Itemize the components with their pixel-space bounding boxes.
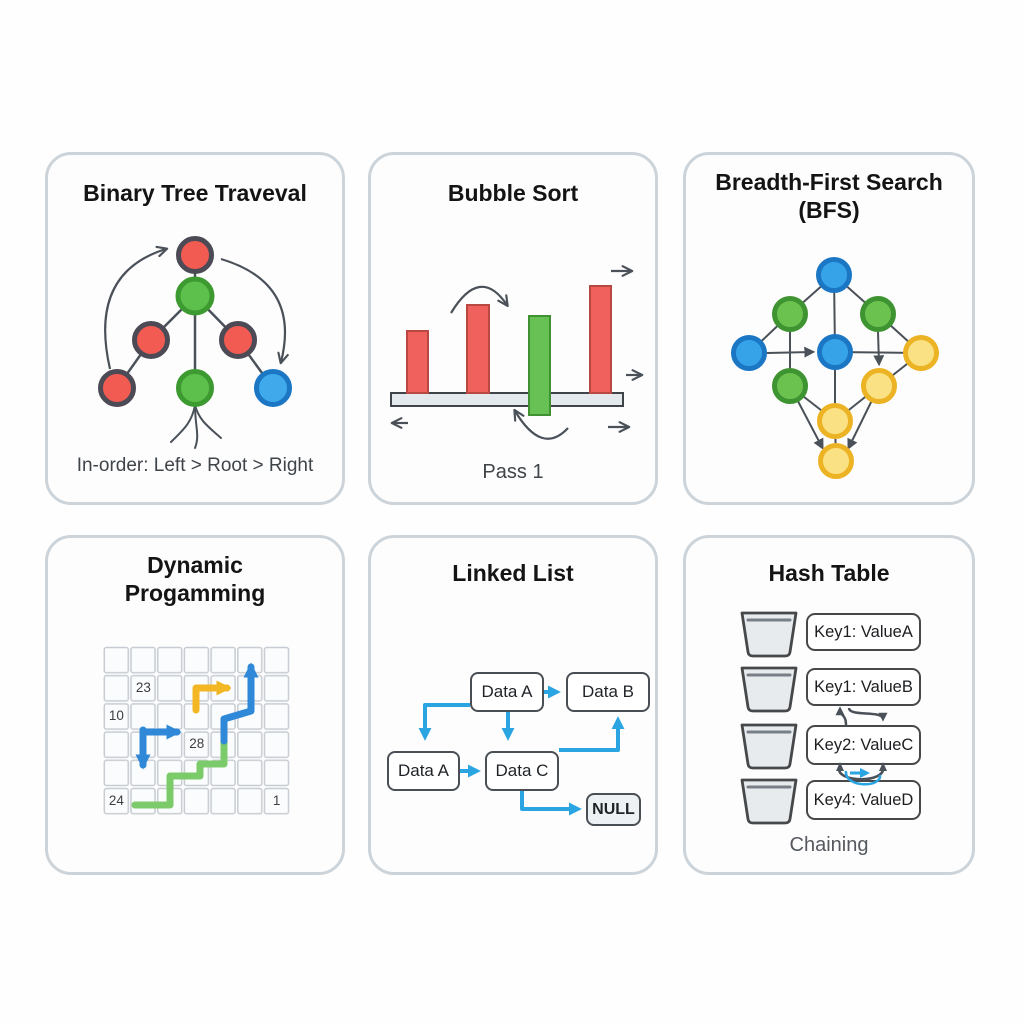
dp-grid bbox=[103, 646, 290, 816]
panel-dynamic-programming: Dynamic Progamming 23 10 28 24 1 bbox=[45, 535, 345, 875]
panel-binary-tree: Binary Tree Traveval bbox=[45, 152, 345, 505]
tree-nodes bbox=[98, 236, 292, 407]
traversal-arrow-up-icon bbox=[104, 245, 169, 370]
sort-bar-red-1 bbox=[406, 330, 429, 394]
sort-platform bbox=[390, 392, 624, 407]
bfs-diagram bbox=[731, 257, 939, 479]
tree-node-red bbox=[98, 369, 136, 407]
hash-entry-3: Key2: ValueC bbox=[806, 725, 921, 765]
bfs-node-blue bbox=[731, 335, 767, 371]
bfs-node-blue bbox=[816, 257, 852, 293]
bfs-node-green bbox=[772, 296, 808, 332]
arrow-up-to-b-icon bbox=[559, 716, 625, 752]
swap-arc-top-icon bbox=[450, 285, 509, 314]
list-node-data-a-top: Data A bbox=[470, 672, 544, 712]
bubble-sort-diagram bbox=[390, 265, 644, 440]
tree-node-red bbox=[219, 321, 257, 359]
panel-linked-list: Linked List Data A Data B Data A Data C … bbox=[368, 535, 658, 875]
tree-node-blue bbox=[254, 369, 292, 407]
panel-bubble-sort: Bubble Sort Pass 1 bbox=[368, 152, 658, 505]
dp-path-yellow-icon bbox=[192, 680, 232, 714]
dp-path-blue-up-icon bbox=[220, 662, 259, 745]
hash-table-caption: Chaining bbox=[789, 834, 869, 856]
bucket-icon bbox=[740, 666, 798, 713]
dp-cell-value: 1 bbox=[273, 793, 281, 808]
arrow-a-to-left-icon bbox=[418, 703, 470, 741]
bucket-icon bbox=[740, 723, 798, 770]
bfs-arrow-down-icon bbox=[873, 331, 885, 367]
dp-cell-values: 23 10 28 24 1 bbox=[109, 680, 280, 808]
traversal-arrow-down-icon bbox=[220, 257, 289, 365]
sort-bar-red-3 bbox=[589, 285, 612, 394]
tree-node-red bbox=[176, 236, 214, 274]
linked-list-title: Linked List bbox=[452, 560, 574, 586]
arrow-c-to-null-icon bbox=[520, 791, 582, 816]
tree-node-green bbox=[175, 276, 215, 316]
swap-arrows bbox=[390, 265, 644, 440]
bubble-sort-title: Bubble Sort bbox=[447, 180, 579, 206]
hash-table-title: Hash Table bbox=[768, 560, 890, 586]
bucket-icon bbox=[740, 778, 798, 825]
list-node-data-a-left: Data A bbox=[387, 751, 460, 791]
tree-node-red bbox=[132, 321, 170, 359]
swap-arc-bottom-icon bbox=[513, 408, 569, 440]
dp-cell-value: 28 bbox=[189, 736, 204, 751]
hash-entry-1: Key1: ValueA bbox=[806, 613, 921, 651]
panel-bfs: Breadth-First Search (BFS) bbox=[683, 152, 975, 505]
dp-cell-value: 24 bbox=[109, 793, 125, 808]
sort-bar-red-2 bbox=[466, 304, 490, 394]
list-node-data-c: Data C bbox=[485, 751, 559, 791]
bfs-node-green bbox=[772, 368, 808, 404]
bfs-arrow-right-icon bbox=[766, 346, 816, 358]
bfs-node-yellow bbox=[817, 403, 853, 439]
tree-roots bbox=[170, 404, 222, 449]
traversal-arrows bbox=[104, 245, 289, 370]
dp-cell-value: 23 bbox=[136, 680, 151, 695]
pointer-arrows bbox=[418, 685, 625, 816]
sort-bars bbox=[406, 285, 612, 416]
bfs-node-yellow bbox=[903, 335, 939, 371]
panel-hash-table: Hash Table Key1: ValueA Key1: ValueB Key… bbox=[683, 535, 975, 875]
bfs-node-blue bbox=[817, 334, 853, 370]
dp-diagram: 23 10 28 24 1 bbox=[103, 646, 290, 816]
bfs-title: Breadth-First Search (BFS) bbox=[715, 169, 943, 223]
dp-cell-value: 10 bbox=[109, 708, 124, 723]
binary-tree-title: Binary Tree Traveval bbox=[83, 180, 307, 206]
bucket-icon bbox=[740, 611, 798, 658]
dp-path-green bbox=[131, 738, 228, 809]
tree-node-green bbox=[176, 369, 214, 407]
linked-list-arrows bbox=[418, 685, 625, 816]
list-node-data-b: Data B bbox=[566, 672, 650, 712]
list-node-null: NULL bbox=[586, 793, 641, 826]
dp-title: Dynamic Progamming bbox=[124, 552, 266, 606]
bfs-nodes bbox=[731, 257, 939, 479]
hash-entry-4: Key4: ValueD bbox=[806, 780, 921, 820]
binary-tree-diagram bbox=[98, 236, 292, 449]
bfs-node-green bbox=[860, 296, 896, 332]
hash-entry-2: Key1: ValueB bbox=[806, 668, 921, 706]
sort-bar-green bbox=[528, 315, 551, 416]
bfs-node-yellow bbox=[818, 443, 854, 479]
tree-edges bbox=[115, 255, 275, 389]
dp-paths bbox=[131, 662, 259, 809]
bubble-sort-caption: Pass 1 bbox=[482, 461, 544, 483]
bfs-node-yellow bbox=[861, 368, 897, 404]
binary-tree-caption: In-order: Left > Root > Right bbox=[76, 455, 314, 476]
